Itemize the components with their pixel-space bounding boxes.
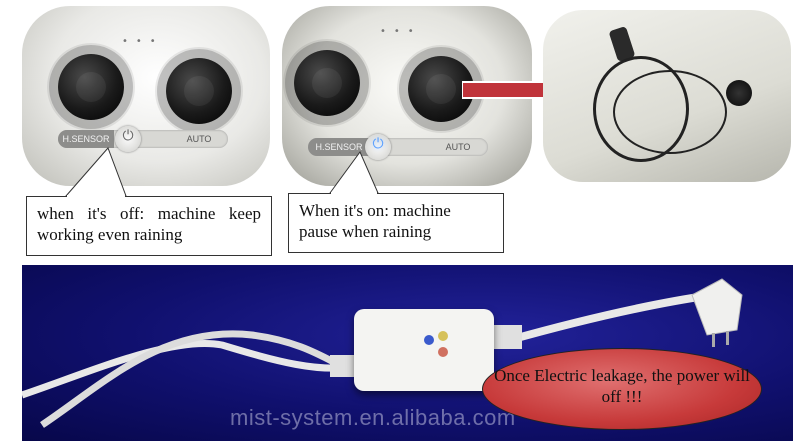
h-sensor-label: H.SENSOR bbox=[308, 138, 370, 156]
callout-sensor-on: When it's on: machine pause when raining bbox=[288, 193, 504, 253]
control-bar: H.SENSOR AUTO bbox=[58, 130, 228, 148]
h-sensor-label: H.SENSOR bbox=[58, 130, 114, 148]
sensor-cable-loop bbox=[613, 70, 727, 154]
blue-indicator bbox=[424, 335, 434, 345]
leakage-callout-oval: Once Electric leakage, the power will of… bbox=[482, 348, 762, 430]
leakage-protector-box bbox=[354, 309, 494, 391]
power-icon: ⏻ bbox=[122, 128, 134, 144]
control-bar: H.SENSOR AUTO bbox=[308, 138, 488, 156]
auto-label: AUTO bbox=[186, 134, 212, 144]
power-button-lit: ⏻ bbox=[365, 134, 391, 160]
sensor-socket bbox=[726, 80, 752, 106]
power-button: ⏻ bbox=[115, 126, 141, 152]
left-knob bbox=[58, 54, 124, 120]
leakage-protector-photo: mist-system.en.alibaba.com Once Electric… bbox=[22, 265, 793, 441]
plug-head bbox=[691, 278, 743, 347]
power-icon: ⏻ bbox=[372, 136, 384, 152]
power-cable bbox=[22, 291, 713, 428]
yellow-indicator bbox=[438, 331, 448, 341]
indicator-dots: ••• bbox=[122, 36, 164, 47]
red-indicator bbox=[438, 347, 448, 357]
control-panel-off-photo: ••• H.SENSOR AUTO ⏻ bbox=[22, 6, 270, 186]
watermark: mist-system.en.alibaba.com bbox=[230, 405, 516, 430]
indicator-dots: ••• bbox=[380, 26, 422, 37]
rain-sensor-photo bbox=[543, 10, 791, 182]
right-knob bbox=[166, 58, 232, 124]
auto-label: AUTO bbox=[445, 142, 471, 152]
callout-sensor-off: when it's off: machine keep working even… bbox=[26, 196, 272, 256]
leakage-text: Once Electric leakage, the power will of… bbox=[494, 366, 750, 406]
left-knob bbox=[294, 50, 360, 116]
